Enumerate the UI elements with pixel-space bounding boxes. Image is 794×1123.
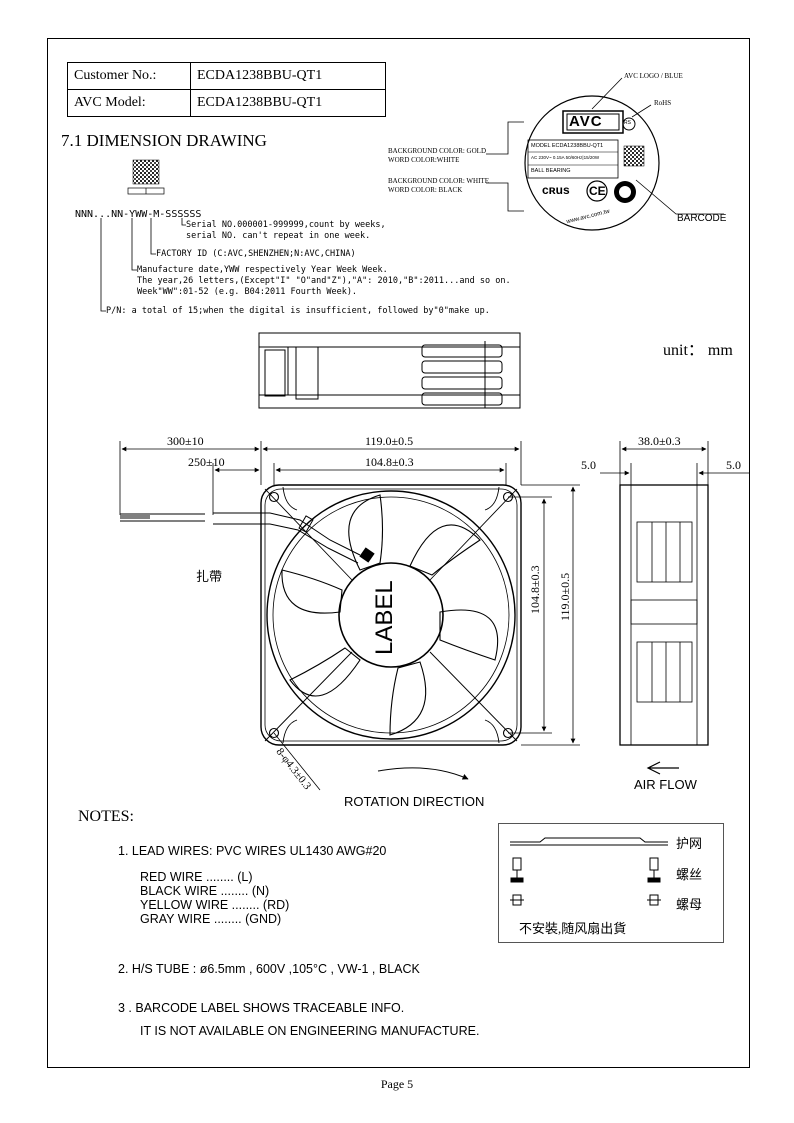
sticker-rating: AC 230V~ 0.15A 50/60Hz|15/20W xyxy=(531,155,600,160)
accessory-drawings xyxy=(510,837,668,906)
bg-white-note: BACKGROUND COLOR: WHITE xyxy=(388,177,489,185)
dim-hole-pitch: 104.8±0.3 xyxy=(365,455,414,469)
word-white-note: WORD COLOR:WHITE xyxy=(388,156,460,164)
dim-flange-left: 5.0 xyxy=(581,458,596,472)
cable-tie-label: 扎帶 xyxy=(196,569,223,584)
nut-label: 螺母 xyxy=(676,897,703,912)
model-row: AVC Model: ECDA1238BBU-QT1 xyxy=(67,89,386,117)
dim-lead-length: 300±10 xyxy=(167,434,204,448)
horizontal-dimensions xyxy=(119,441,522,515)
serial-leaders xyxy=(100,218,186,312)
notes-title: NOTES: xyxy=(78,808,134,825)
bg-gold-note: BACKGROUND COLOR: GOLD xyxy=(388,147,487,155)
rohs-note: RoHS xyxy=(654,99,672,107)
hole-leader xyxy=(273,732,321,791)
accessory-box xyxy=(498,823,724,943)
barcode-label: BARCODE xyxy=(677,213,727,224)
note-3a: 3 . BARCODE LABEL SHOWS TRACEABLE INFO. xyxy=(118,1001,405,1015)
model-table: Customer No.: ECDA1238BBU-QT1 AVC Model:… xyxy=(67,62,386,117)
rotation-label: ROTATION DIRECTION xyxy=(344,794,485,809)
pn-note: P/N: a total of 15;when the digital is i… xyxy=(106,306,490,316)
mfg-line-2: The year,26 letters,(Except"I" "O"and"Z"… xyxy=(137,276,511,286)
customer-row: Customer No.: ECDA1238BBU-QT1 xyxy=(67,62,386,90)
label-sticker xyxy=(524,95,660,231)
factory-id: FACTORY ID (C:AVC,SHENZHEN;N:AVC,CHINA) xyxy=(156,249,356,259)
sticker-model: MODEL ECDA1238BBU-QT1 xyxy=(531,143,604,149)
wire-black: BLACK WIRE ........ (N) xyxy=(140,884,270,898)
fan-front-view xyxy=(260,484,522,746)
screw-label: 螺丝 xyxy=(676,867,703,882)
dim-frame-width: 119.0±0.5 xyxy=(365,434,414,448)
section-title: 7.1 DIMENSION DRAWING xyxy=(61,131,267,150)
dim-depth: 38.0±0.3 xyxy=(638,434,681,448)
note-3b: IT IS NOT AVAILABLE ON ENGINEERING MANUF… xyxy=(140,1024,480,1038)
rohs-mark: RS xyxy=(624,120,631,126)
serial-line-2: serial NO. can't repeat in one week. xyxy=(186,231,371,241)
fan-top-view xyxy=(258,332,521,409)
ul-mark: cʀus xyxy=(542,183,570,197)
word-black-note: WORD COLOR: BLACK xyxy=(388,186,463,194)
serial-line-1: Serial NO.000001-999999,count by weeks, xyxy=(186,220,386,230)
wire-red: RED WIRE ........ (L) xyxy=(140,870,253,884)
note-2: 2. H/S TUBE : ø6.5mm , 600V ,105°C , VW-… xyxy=(118,962,420,976)
air-flow-label: AIR FLOW xyxy=(634,777,697,792)
serial-qr-code xyxy=(127,159,165,195)
dim-flange-right: 5.0 xyxy=(726,458,741,472)
page-number: Page 5 xyxy=(380,1077,414,1091)
note-1: 1. LEAD WIRES: PVC WIRES UL1430 AWG#20 xyxy=(118,844,387,858)
hub-label-text: LABEL xyxy=(371,580,398,655)
dim-frame-height: 119.0±0.5 xyxy=(558,572,572,621)
wire-yellow: YELLOW WIRE ........ (RD) xyxy=(140,898,290,912)
dim-strip-length: 250±10 xyxy=(188,455,225,469)
wire-gray: GRAY WIRE ........ (GND) xyxy=(140,912,282,926)
unit-label: unit： mm xyxy=(663,342,733,359)
rotation-arrow xyxy=(377,767,469,780)
model-value: ECDA1238BBU-QT1 xyxy=(190,89,386,117)
sticker-leaders xyxy=(486,77,724,215)
sticker-bearing: BALL BEARING xyxy=(531,168,571,174)
avc-logo: AVC xyxy=(569,113,603,130)
vertical-dimensions xyxy=(508,484,580,746)
accessory-note: 不安裝,随风扇出貨 xyxy=(519,921,627,936)
customer-value: ECDA1238BBU-QT1 xyxy=(190,62,386,90)
guard-label: 护网 xyxy=(676,836,703,851)
logo-note: AVC LOGO / BLUE xyxy=(624,72,683,80)
fan-side-view xyxy=(600,441,749,775)
mfg-line-1: Manufacture date,YWW respectively Year W… xyxy=(137,265,388,275)
dim-hole-pitch-vertical: 104.8±0.3 xyxy=(528,565,542,614)
lead-wires xyxy=(120,512,375,564)
page-border xyxy=(47,38,750,1068)
ce-mark: CE xyxy=(589,184,606,198)
serial-format: NNN...NN-YWW-M-SSSSSS xyxy=(75,209,202,220)
mfg-line-3: Week"WW":01-52 (e.g. B04:2011 Fourth Wee… xyxy=(137,287,358,297)
